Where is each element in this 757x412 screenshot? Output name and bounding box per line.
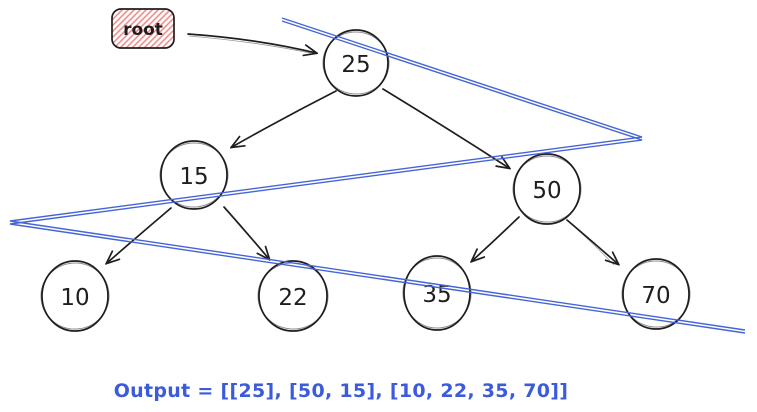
edge-50-to-35	[472, 216, 520, 261]
tree-node-35: 35	[402, 255, 472, 331]
output-text: Output = [[25], [50, 15], [10, 22, 35, 7…	[114, 380, 569, 402]
node-10-circle-sketch	[40, 262, 110, 330]
edge-15-to-10	[107, 207, 172, 263]
node-25-label: 25	[341, 52, 370, 78]
edge-50-to-70	[566, 219, 618, 264]
node-50-label: 50	[532, 178, 561, 204]
tree-node-25: 25	[322, 29, 390, 97]
zigzag-traversal-stroke-1	[9, 17, 746, 331]
root-box-label: root	[123, 20, 163, 40]
node-70-label: 70	[641, 283, 670, 309]
node-50-circle-sketch	[512, 155, 582, 223]
edge-root-to-25-sketch	[188, 35, 311, 54]
node-50-circle	[513, 153, 581, 225]
node-10-circle	[41, 260, 109, 332]
tree-node-50: 50	[512, 153, 582, 225]
edge-15-to-22	[223, 206, 269, 259]
edge-25-to-50	[382, 88, 509, 168]
node-70-circle	[622, 258, 690, 330]
node-35-circle	[403, 255, 471, 331]
node-15-circle-sketch	[159, 142, 229, 208]
node-70-circle-sketch	[621, 260, 691, 328]
root-box-rect	[111, 8, 175, 49]
node-22-circle	[258, 260, 328, 332]
edge-root-to-25	[187, 33, 316, 53]
tree-node-10: 10	[40, 260, 110, 332]
node-22-label: 22	[278, 285, 307, 311]
edge-25-to-15	[232, 90, 337, 147]
node-15-label: 15	[179, 164, 208, 190]
node-10-label: 10	[60, 285, 89, 311]
zigzag-traversal-line	[9, 17, 746, 334]
tree-node-22: 22	[257, 260, 329, 332]
node-25-circle	[323, 29, 389, 97]
zigzag-traversal-stroke-2	[9, 20, 746, 334]
tree-edges	[107, 33, 618, 266]
node-25-circle-sketch	[322, 31, 390, 95]
node-15-circle	[160, 140, 228, 210]
root-pointer-box: root	[111, 8, 175, 49]
tree-node-70: 70	[621, 258, 691, 330]
tree-node-15: 15	[159, 140, 229, 210]
edge-50-to-70-sketch	[568, 221, 615, 266]
